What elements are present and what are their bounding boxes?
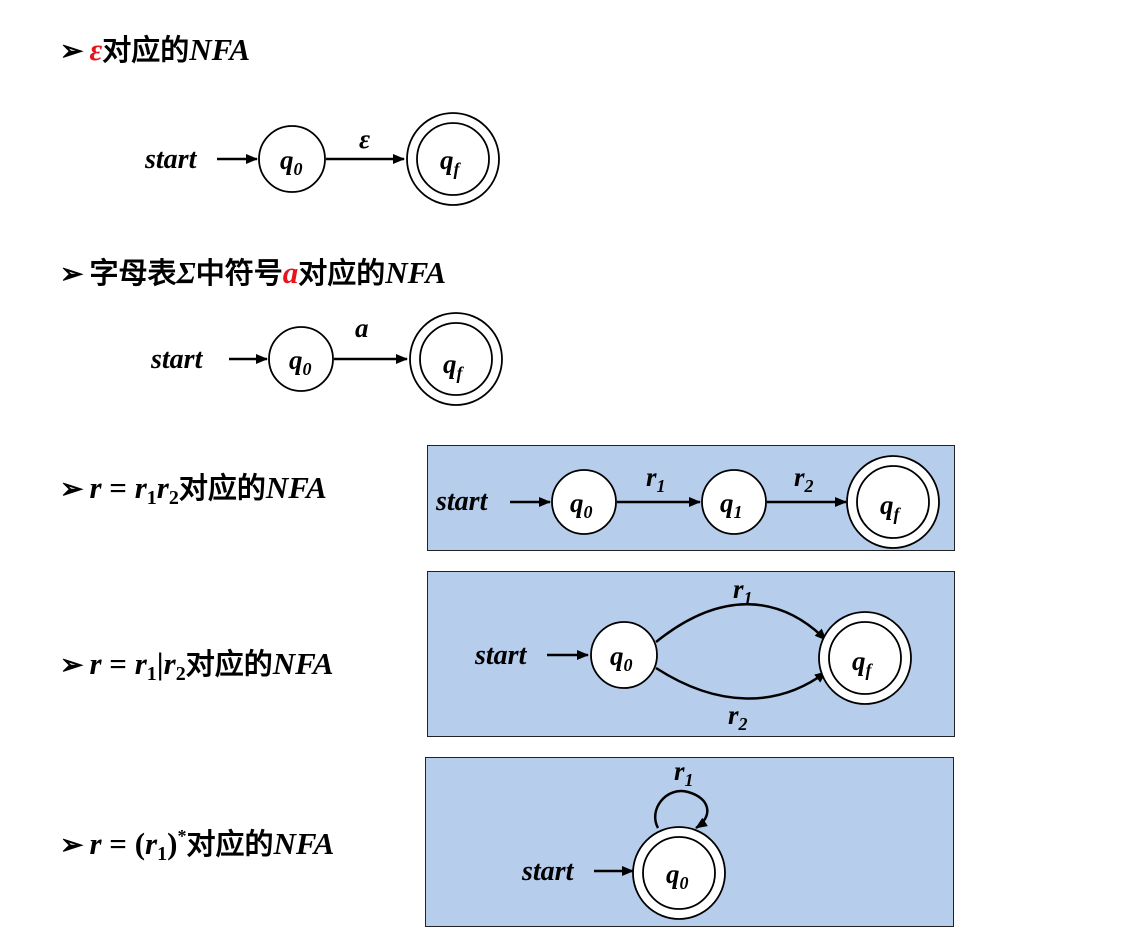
state-qf-label: qf (852, 646, 874, 680)
start-label: start (150, 344, 204, 375)
state-q0 (268, 326, 334, 392)
self-loop-arrow (653, 789, 709, 830)
r1-sub: 1 (157, 843, 168, 865)
r1: r (134, 470, 147, 505)
heading-epsilon-nfa: ➢ε对应的NFA (60, 34, 250, 66)
r2-sub: 2 (175, 663, 186, 685)
r1: r (145, 826, 158, 861)
nfa-label: NFA (385, 255, 447, 290)
state-q0 (590, 621, 658, 689)
state-q0-label: q0 (570, 488, 593, 522)
state-q0-label: q0 (666, 859, 689, 893)
bullet-arrow-icon: ➢ (60, 474, 84, 505)
state-qf (828, 621, 902, 695)
start-label: start (474, 640, 528, 671)
epsilon-nfa-diagram: start q0 ε qf (144, 112, 500, 206)
state-qf-label: qf (440, 145, 462, 179)
union-bar: | (156, 646, 164, 681)
transition-r2-arrow (655, 666, 827, 700)
heading-union-nfa: ➢r = r1|r2对应的NFA (60, 648, 334, 684)
symbol-nfa-diagram: start q0 a qf (150, 312, 503, 406)
transition-label: a (355, 313, 369, 343)
r1-sub: 1 (146, 663, 157, 685)
heading-text-3: 对应的 (298, 256, 386, 290)
state-qf-label: qf (880, 490, 902, 524)
state-q0-label: q0 (289, 345, 312, 379)
bullet-arrow-icon: ➢ (60, 830, 84, 861)
heading-text: 对应的 (178, 471, 266, 505)
concat-nfa-diagram: start q0 r1 q1 r2 qf (435, 455, 940, 549)
star-nfa-diagram: r1 start q0 (521, 756, 726, 920)
transition-r1-label: r1 (646, 462, 666, 496)
state-q0 (551, 469, 617, 535)
r1-sub: 1 (146, 487, 157, 509)
sigma-symbol: Σ (176, 255, 196, 290)
equals: = (101, 826, 135, 861)
heading-symbol-nfa: ➢字母表Σ中符号a对应的NFA (60, 257, 446, 289)
left-paren: ( (134, 826, 146, 861)
transition-label: ε (359, 124, 370, 154)
state-q0 (258, 125, 326, 193)
lhs-r: r (89, 646, 102, 681)
state-q0-label: q0 (280, 145, 303, 179)
heading-text-1: 字母表 (89, 256, 177, 290)
state-q1-label: q1 (720, 488, 743, 522)
heading-text: 对应的 (185, 647, 273, 681)
equals: = (101, 646, 135, 681)
r2-sub: 2 (168, 487, 179, 509)
state-qf (416, 122, 490, 196)
r1: r (134, 646, 147, 681)
heading-text: 对应的 (186, 827, 274, 861)
symbol-a: a (282, 255, 299, 290)
transition-r1-arrow (655, 603, 827, 643)
state-qf (856, 465, 930, 539)
nfa-label: NFA (273, 826, 335, 861)
nfa-label: NFA (189, 32, 251, 67)
lhs-r: r (89, 470, 102, 505)
state-q1 (701, 469, 767, 535)
nfa-label: NFA (265, 470, 327, 505)
epsilon-symbol: ε (89, 32, 103, 67)
lhs-r: r (89, 826, 102, 861)
bullet-arrow-icon: ➢ (60, 259, 84, 290)
r2: r (163, 646, 176, 681)
bullet-arrow-icon: ➢ (60, 36, 84, 67)
start-label: start (144, 144, 198, 175)
bullet-arrow-icon: ➢ (60, 650, 84, 681)
transition-r2-label: r2 (794, 462, 814, 496)
start-label: start (435, 486, 489, 517)
start-label: start (521, 856, 575, 887)
heading-concat-nfa: ➢r = r1r2对应的NFA (60, 472, 327, 508)
equals: = (101, 470, 135, 505)
loop-label: r1 (674, 756, 694, 790)
r2: r (156, 470, 169, 505)
state-qf-label: qf (443, 349, 465, 383)
heading-star-nfa: ➢r = (r1)*对应的NFA (60, 827, 334, 864)
state-qf (419, 322, 493, 396)
transition-r2-label: r2 (728, 700, 748, 734)
state-q0 (642, 836, 716, 910)
right-paren: ) (167, 826, 178, 861)
kleene-star: * (177, 826, 187, 846)
transition-r1-label: r1 (733, 574, 753, 608)
heading-text-2: 中符号 (195, 256, 283, 290)
union-nfa-diagram: start q0 r1 r2 qf (474, 574, 912, 734)
nfa-label: NFA (272, 646, 334, 681)
state-q0-label: q0 (610, 641, 633, 675)
heading-text: 对应的 (102, 33, 190, 67)
